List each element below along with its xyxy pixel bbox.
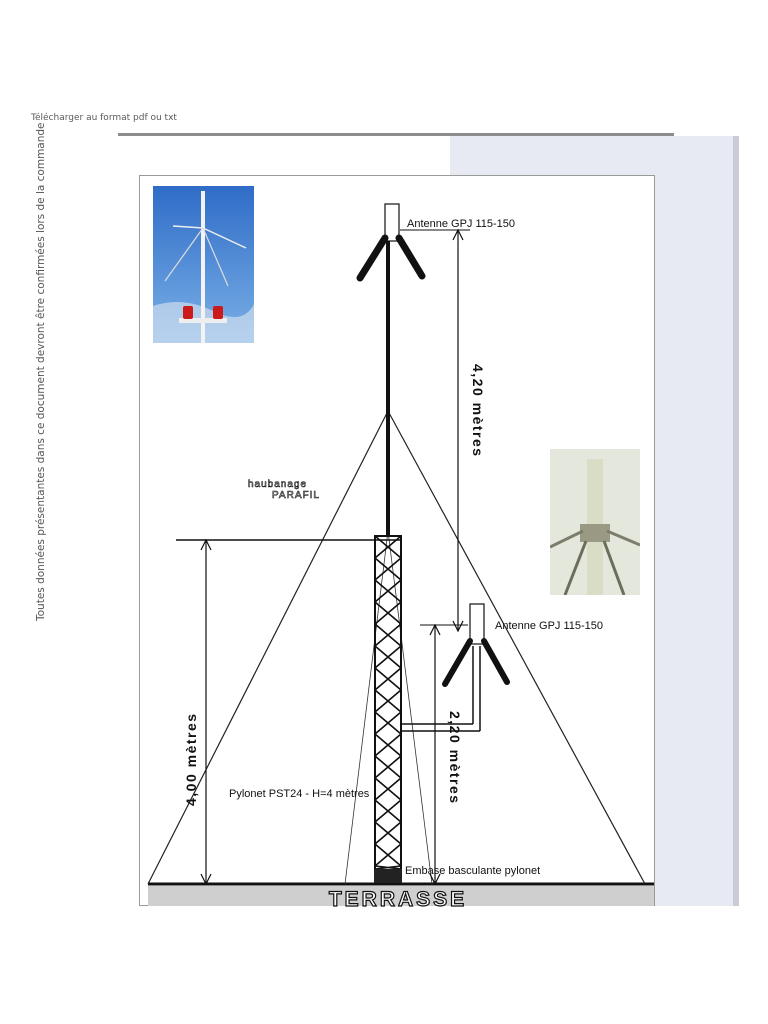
terrace-ground (148, 886, 654, 906)
guy-wire-right (387, 410, 646, 885)
antenna-top-label: Antenne GPJ 115-150 (407, 218, 515, 230)
dimension-upper (400, 228, 470, 633)
height-side-label: 2,20 mètres (447, 711, 463, 805)
pylon-label: Pylonet PST24 - H=4 mètres (229, 788, 370, 800)
dimension-side (420, 623, 468, 886)
antenna-side-label: Antenne GPJ 115-150 (495, 620, 603, 632)
tilting-base (374, 869, 402, 883)
side-disclaimer: Toutes données présentantes dans ce docu… (35, 122, 47, 621)
document-page: TERRASSE 4,20 mètres (139, 175, 655, 907)
top-antenna-radome (384, 203, 400, 242)
download-link[interactable]: Télécharger au format pdf ou txt (31, 113, 177, 123)
top-divider (118, 133, 674, 136)
height-upper-label: 4,20 mètres (470, 364, 486, 458)
terrace-label: TERRASSE (329, 888, 467, 907)
guying-label-line1: haubanage (248, 479, 307, 490)
viewer-scrollbar[interactable] (733, 136, 739, 906)
dimension-tower (176, 538, 402, 886)
side-antenna (401, 603, 510, 732)
mast-diagram: TERRASSE 4,20 mètres (147, 203, 654, 907)
guying-label-line2: PARAFIL (272, 490, 320, 501)
height-tower-label: 4,00 mètres (183, 712, 199, 806)
antenna-base-photo (550, 449, 640, 595)
antenna-top-photo (153, 186, 254, 343)
guy-wire-left (147, 410, 389, 885)
lattice-tower (374, 535, 402, 884)
base-label: Embase basculante pylonet (405, 865, 540, 877)
